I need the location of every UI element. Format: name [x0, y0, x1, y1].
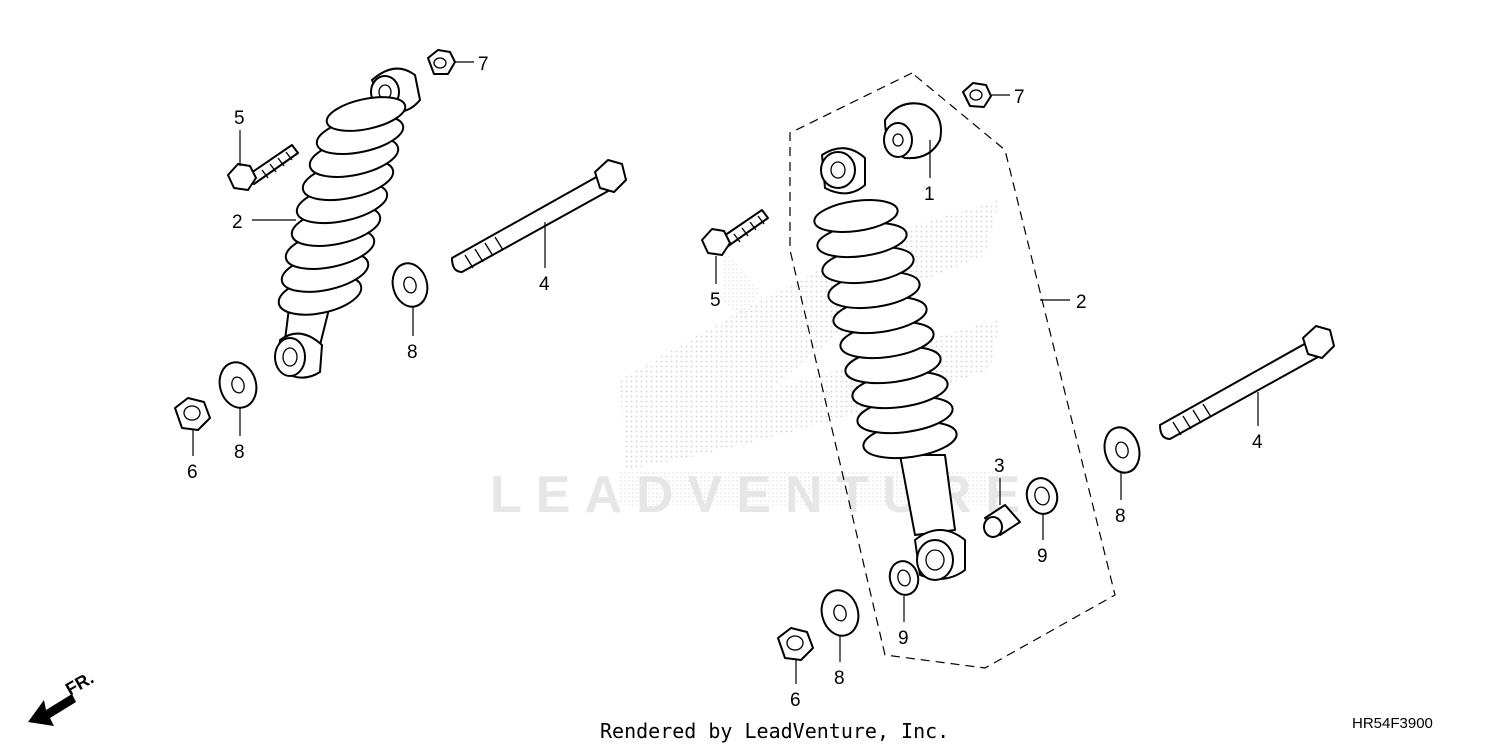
- right-washer-8-lower: [820, 589, 860, 637]
- diagram-code: HR54F3900: [1352, 715, 1433, 732]
- callout-left-4: 4: [539, 274, 550, 295]
- callout-left-5: 5: [234, 108, 245, 129]
- callout-right-8-upper: 8: [1115, 506, 1126, 527]
- callout-left-2: 2: [232, 212, 243, 233]
- right-bushing-9-upper: [1025, 477, 1059, 515]
- callout-right-1: 1: [924, 184, 935, 205]
- left-long-bolt-4: [451, 159, 627, 273]
- front-direction-arrow: [28, 694, 76, 726]
- front-direction-label: FR.: [62, 668, 97, 700]
- callout-left-6: 6: [187, 462, 198, 483]
- callout-left-7: 7: [478, 54, 489, 75]
- right-bushing-1: [883, 102, 942, 160]
- right-collar-3: [983, 504, 1021, 538]
- callout-right-4: 4: [1252, 432, 1263, 453]
- callout-right-7: 7: [1014, 87, 1025, 108]
- callout-right-2: 2: [1076, 292, 1087, 313]
- watermark-logo: LEADVENTURE: [490, 200, 1020, 524]
- left-flange-nut-6: [174, 397, 211, 431]
- callout-right-9-a: 9: [1037, 546, 1048, 567]
- callout-right-5: 5: [710, 290, 721, 311]
- callout-right-6: 6: [790, 690, 801, 711]
- left-shock-absorber: [274, 67, 421, 379]
- callout-right-9-b: 9: [898, 628, 909, 649]
- callout-left-8-lower: 8: [234, 442, 245, 463]
- callout-right-3: 3: [994, 456, 1005, 477]
- left-nut-7: [427, 49, 456, 75]
- left-bolt-5: [227, 144, 299, 191]
- left-washer-8-lower: [218, 361, 258, 409]
- right-shock-absorber: [813, 147, 966, 581]
- callout-left-8-upper: 8: [407, 342, 418, 363]
- right-bushing-9-lower: [888, 560, 920, 596]
- right-washer-8-upper: [1103, 426, 1141, 474]
- right-nut-7: [962, 82, 992, 108]
- left-washer-8-upper: [391, 262, 429, 308]
- right-long-bolt-4: [1159, 325, 1335, 440]
- right-assembly-outline: [789, 72, 1116, 669]
- footer-credit: Rendered by LeadVenture, Inc.: [600, 719, 949, 743]
- callout-right-8-lower: 8: [834, 668, 845, 689]
- right-bolt-5: [701, 209, 769, 256]
- right-flange-nut-6: [777, 627, 814, 661]
